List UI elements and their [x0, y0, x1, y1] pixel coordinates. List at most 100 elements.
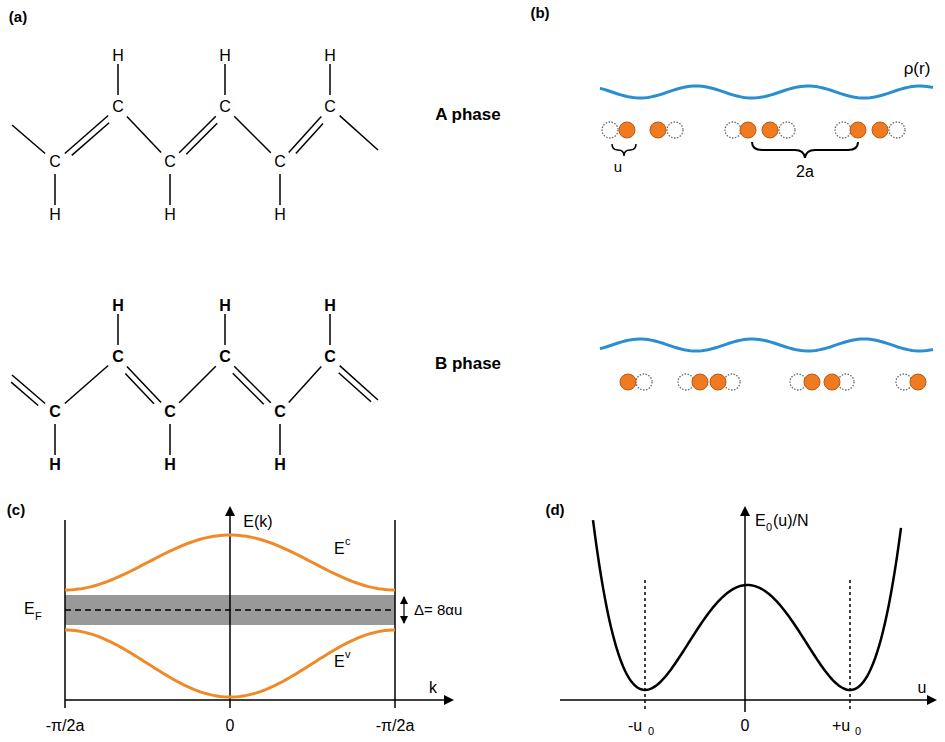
bond [289, 367, 322, 403]
bond [340, 116, 378, 150]
bond [279, 424, 281, 455]
axis-label: E [334, 654, 345, 670]
axis-label: E [755, 513, 766, 529]
density-wave [600, 86, 933, 351]
bond [224, 314, 226, 345]
atom-symbol: C [274, 154, 286, 170]
axis-label: -π/2a [46, 718, 85, 734]
axis-label: -π/2a [376, 718, 415, 734]
atom-symbol: C [164, 404, 176, 420]
bond [340, 366, 378, 400]
wave [600, 339, 933, 351]
panel-letter: (a) [9, 9, 27, 24]
wave [600, 86, 933, 98]
atom [762, 122, 778, 138]
atom [824, 374, 840, 390]
bond [234, 116, 271, 153]
axis-label: u [918, 680, 927, 696]
axis-label: E [24, 601, 35, 617]
axis-label: u [614, 159, 622, 174]
atom-symbol: C [219, 99, 231, 115]
atom-symbol: H [324, 48, 336, 64]
bond [72, 123, 109, 156]
bond [54, 174, 56, 205]
lattice-brace [752, 142, 858, 158]
bond [179, 116, 216, 153]
atom [804, 374, 820, 390]
atom-symbol: C [274, 404, 286, 420]
atom-symbol: H [49, 207, 61, 223]
atom-symbol: H [324, 298, 336, 314]
bond [169, 174, 171, 205]
atom [850, 122, 866, 138]
atom-symbol: H [219, 298, 231, 314]
bond [12, 125, 45, 154]
atom-symbol: C [49, 154, 61, 170]
bond [127, 116, 161, 152]
energy-panel [560, 508, 935, 712]
bond [289, 117, 322, 153]
bond [224, 64, 226, 95]
bond [169, 424, 171, 455]
atom-symbol: C [49, 404, 61, 420]
atom [619, 122, 635, 138]
old-atom-site [636, 374, 652, 390]
atom-symbol: C [112, 99, 124, 115]
band-panel [65, 508, 452, 708]
old-atom-site [725, 122, 741, 138]
axis-label: -u [628, 718, 642, 734]
bond [296, 124, 323, 154]
phase-name: B phase [435, 355, 501, 372]
bonds [11, 64, 378, 455]
atom-symbol: C [324, 349, 336, 365]
old-atom-site [667, 122, 683, 138]
panel-letter: (b) [530, 5, 549, 20]
bond [127, 366, 161, 402]
axis-label: Δ= 8αu [414, 602, 462, 617]
bond [12, 375, 45, 404]
bond [117, 314, 119, 345]
bond [279, 174, 281, 205]
bond [54, 424, 56, 455]
old-atom-site [602, 122, 618, 138]
atom-symbol: H [164, 207, 176, 223]
atom [620, 374, 636, 390]
atom-symbol: H [219, 48, 231, 64]
atoms [602, 122, 926, 390]
atom-symbol: H [274, 207, 286, 223]
atom-symbol: H [164, 457, 176, 473]
atom-symbol: H [112, 298, 124, 314]
bond [339, 373, 371, 402]
axis-label: c [345, 536, 351, 547]
bond [125, 373, 154, 403]
atom-symbol: H [49, 457, 61, 473]
bond [65, 116, 108, 154]
atom [692, 374, 708, 390]
axis-label: ρ(r) [904, 60, 931, 77]
axis-label: v [345, 649, 351, 660]
old-atom-site [779, 122, 795, 138]
atom-symbol: H [112, 48, 124, 64]
axis-label: F [35, 611, 42, 622]
axis-label: k [429, 680, 437, 696]
axis-label: E [334, 541, 345, 557]
phase-name: A phase [435, 106, 501, 123]
bond [233, 373, 264, 404]
bond [179, 366, 216, 403]
bond [234, 366, 271, 403]
bond [65, 366, 108, 404]
panel-letter: (d) [545, 502, 564, 517]
axis-label: +u [832, 718, 850, 734]
atom [650, 122, 666, 138]
atom [740, 122, 756, 138]
u-brace [612, 144, 636, 156]
axis-label: E(k) [243, 514, 272, 530]
atom-symbol: C [112, 349, 124, 365]
atom-symbol: C [164, 154, 176, 170]
atom-symbol: H [274, 457, 286, 473]
bond [117, 64, 119, 95]
axis-label: 0 [226, 718, 235, 734]
old-atom-site [889, 122, 905, 138]
panel-letter: (c) [7, 502, 25, 517]
